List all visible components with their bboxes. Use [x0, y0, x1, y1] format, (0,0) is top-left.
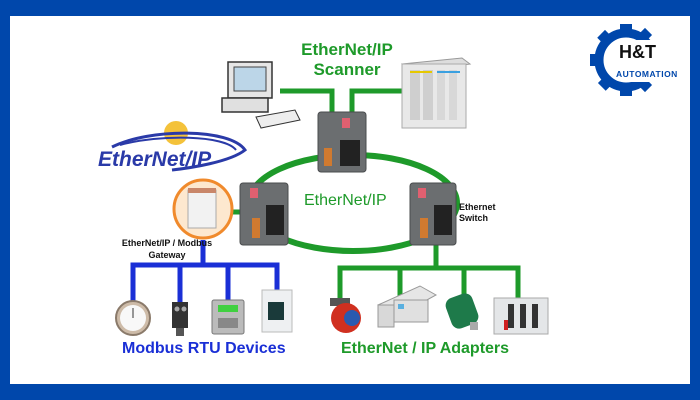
gateway-label-line1: EtherNet/IP / Modbus: [121, 238, 213, 248]
ethernet-switch-right: [409, 182, 457, 246]
scanner-label-line2: Scanner: [313, 60, 381, 79]
modbus-gateway-icon: [172, 178, 234, 240]
ethernetip-logo-text: EtherNet/IP: [98, 148, 212, 171]
gateway-label-line2: Gateway: [148, 250, 186, 260]
photo-sensor-icon: [172, 302, 188, 336]
brand-logo: H&T AUTOMATION: [592, 22, 692, 100]
power-meter-icon: [261, 289, 293, 333]
adapters-label: EtherNet / IP Adapters: [341, 340, 510, 357]
pc-icon: [221, 61, 301, 129]
switch-label-line1: Ethernet: [459, 202, 496, 212]
ethernet-switch-top: [317, 111, 367, 173]
scanner-label: EtherNet/IP Scanner: [292, 40, 402, 80]
ethernet-switch-left: [239, 182, 289, 246]
ethernetip-logo: [111, 121, 248, 172]
modbus-bus: [130, 240, 280, 312]
encoder-icon: [445, 293, 479, 330]
switch-label-line2: Switch: [459, 213, 489, 223]
gear-icon: [590, 24, 684, 96]
modbus-devices-label: Modbus RTU Devices: [122, 340, 286, 357]
adapter-bus: [337, 240, 521, 306]
plc-rack-icon: [400, 57, 472, 129]
io-module-icon: [377, 285, 438, 328]
gateway-label: EtherNet/IP / Modbus Gateway: [116, 237, 218, 261]
brand-tagline: AUTOMATION: [616, 69, 678, 79]
ring-label: EtherNet/IP: [304, 192, 387, 209]
brand-name: H&T: [619, 42, 656, 62]
switch-label: Ethernet Switch: [459, 202, 496, 224]
gauge-icon: [115, 300, 151, 336]
motor-icon: [330, 298, 361, 333]
scanner-label-line1: EtherNet/IP: [301, 40, 393, 59]
hmi-controller-icon: [211, 299, 245, 335]
drive-module-icon: [493, 297, 549, 335]
